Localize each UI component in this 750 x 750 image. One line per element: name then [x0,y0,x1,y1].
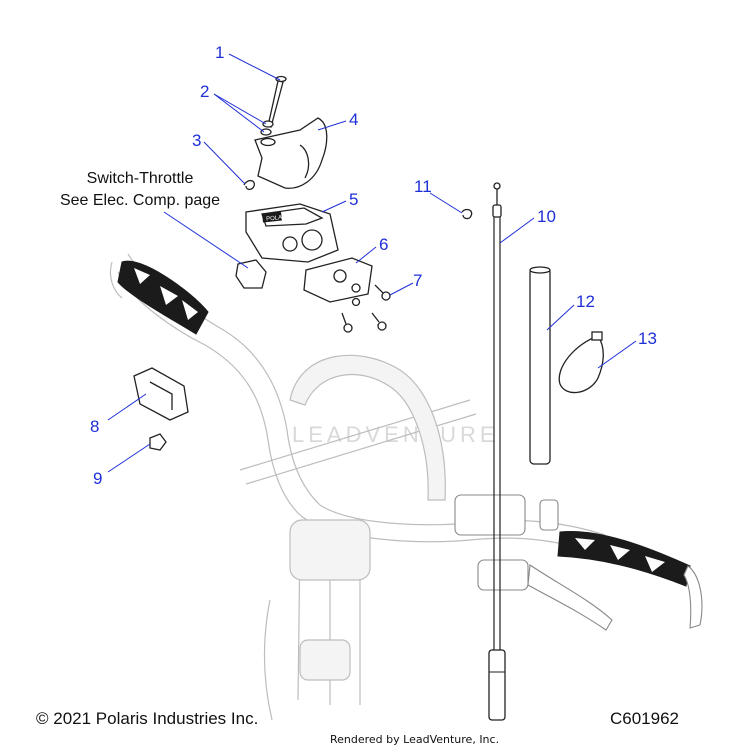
part-7-screws [341,284,391,333]
part-8-mount [133,367,189,421]
callout-10: 10 [537,207,556,226]
brand-mark: POLARIS [266,214,293,223]
callout-11: 11 [414,177,432,196]
drawing-id: C601962 [610,709,680,728]
switch-throttle [235,259,267,289]
part-10-cable [488,182,506,721]
switch-throttle-note: Switch-Throttle See Elec. Comp. page [50,168,230,212]
callout-3: 3 [192,131,201,150]
note-line-2: See Elec. Comp. page [59,192,221,209]
callout-12: 12 [576,292,595,311]
part-2-washers [260,120,274,136]
right-grip [557,530,703,629]
callout-2: 2 [200,82,209,101]
callout-1: 1 [215,43,224,62]
rendered-by-text: Rendered by LeadVenture, Inc. [330,733,500,746]
callouts: 1 2 3 4 5 6 7 8 9 10 11 12 13 [90,43,657,488]
callout-8: 8 [90,417,99,436]
part-6-plate [303,257,373,303]
note-line-1: Switch-Throttle [86,170,194,187]
callout-7: 7 [413,271,422,290]
callout-13: 13 [638,329,657,348]
part-11-clip [461,208,473,220]
callout-9: 9 [93,469,102,488]
callout-6: 6 [379,235,388,254]
part-4-bracket [254,117,328,189]
part-9-nut [149,433,167,451]
callout-4: 4 [349,110,358,129]
part-1-bolt [267,75,287,128]
part-12-sleeve [529,266,551,465]
part-5-clamp: POLARIS [245,203,339,263]
part-13-strap [558,331,604,394]
callout-5: 5 [349,190,358,209]
left-grip [117,260,209,335]
part-3-clip [243,179,255,191]
leadventure-watermark: LEADVENTURE [292,422,499,447]
handlebar-assembly [109,253,613,721]
copyright-text: © 2021 Polaris Industries Inc. [36,709,259,728]
leader-lines [107,53,637,473]
